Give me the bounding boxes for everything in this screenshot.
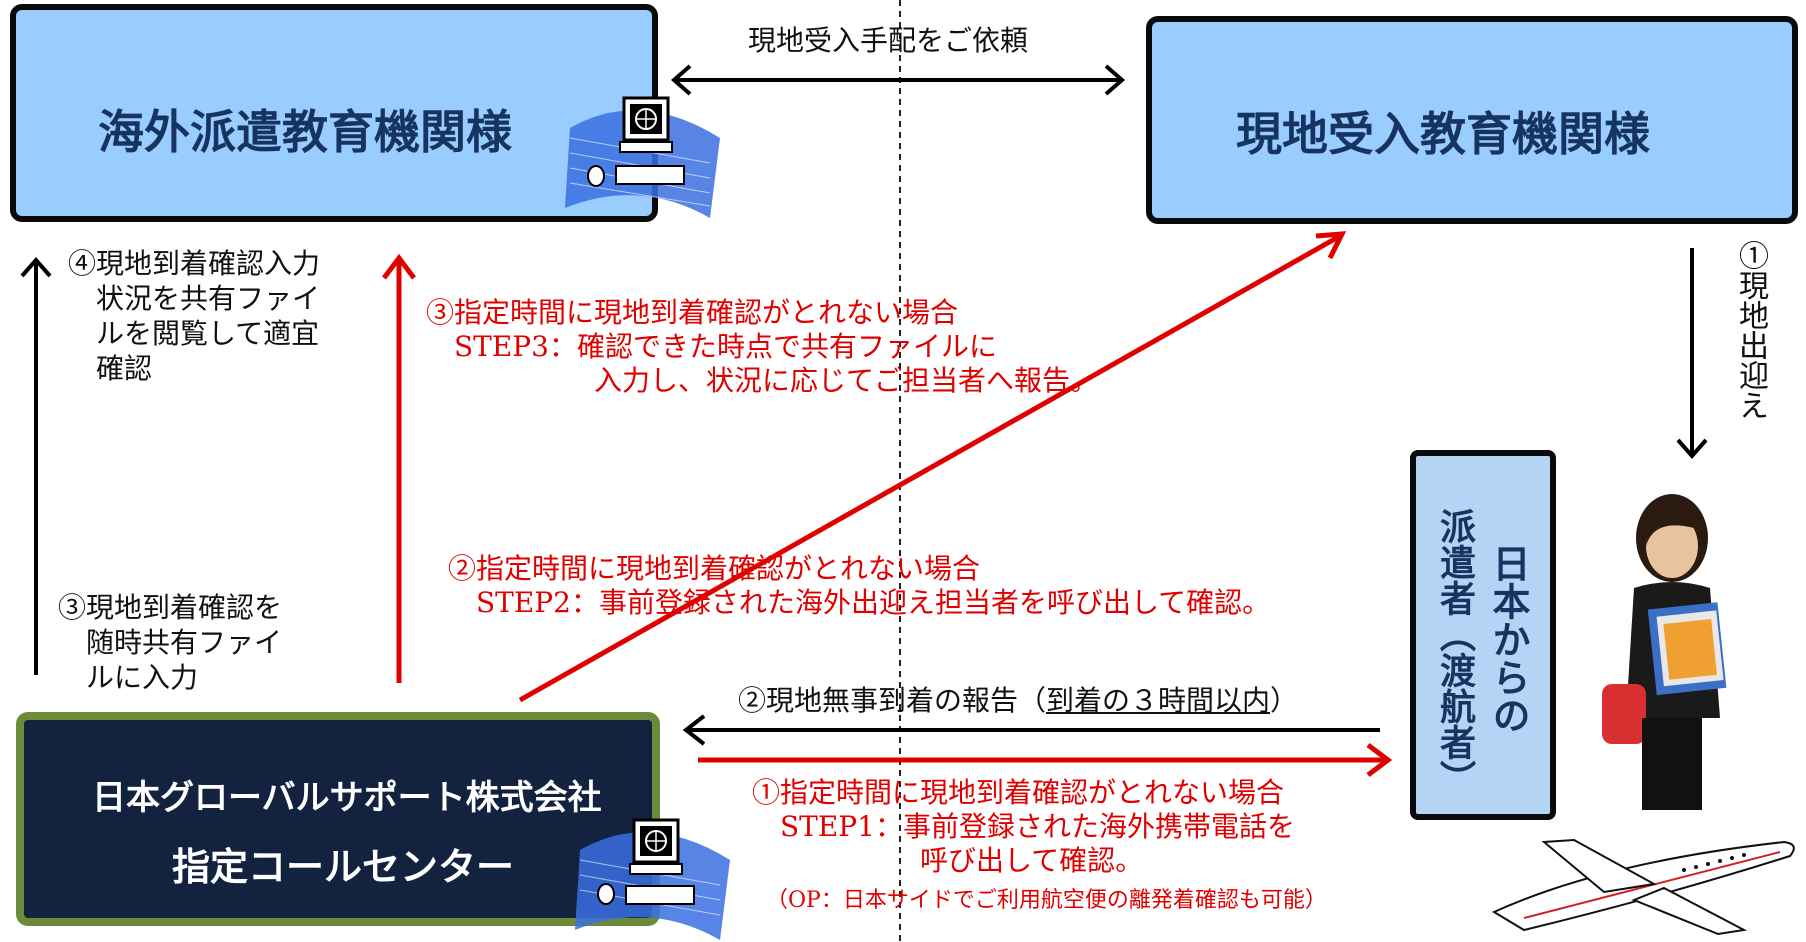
overseas-dispatch-box: 海外派遣教育機関様	[10, 4, 658, 222]
step3-red-label: ③指定時間に現地到着確認がとれない場合 STEP3：確認できた時点で共有ファイル…	[426, 296, 1099, 398]
step2-arrow	[518, 233, 1342, 703]
step3-left-label: ③現地到着確認を 随時共有ファイ ルに入力	[58, 591, 283, 694]
step2-red-label: ②指定時間に現地到着確認がとれない場合 STEP2：事前登録された海外出迎え担当…	[448, 552, 1271, 620]
traveler-label-2: 派遣者（渡航者）	[1434, 508, 1475, 796]
local-receiving-box: 現地受入教育機関様	[1146, 16, 1798, 224]
step4-label: ④現地到着確認入力 状況を共有ファイ ルを閲覧して適宜 確認	[68, 247, 321, 385]
report-label: ②現地無事到着の報告（到着の３時間以内）	[738, 684, 1298, 717]
traveler-label-1: 日本からの	[1486, 544, 1530, 734]
traveler-box: 日本からの 派遣者（渡航者）	[1410, 450, 1556, 820]
pickup-label: ①現地出迎え	[1733, 240, 1768, 420]
report-label-suffix: ）	[1270, 684, 1299, 717]
traveler-person-illustration	[1602, 494, 1727, 810]
airplane-illustration	[1491, 838, 1795, 936]
request-label: 現地受入手配をご依頼	[748, 24, 1029, 57]
call-center-title: 指定コールセンター	[172, 845, 515, 889]
op-note-label: （OP：日本サイドでご利用航空便の離発着確認も可能）	[766, 888, 1327, 913]
report-label-prefix: ②現地無事到着の報告（	[738, 684, 1047, 717]
local-receiving-title: 現地受入教育機関様	[1236, 107, 1650, 161]
report-label-deadline: 到着の３時間以内	[1046, 684, 1271, 717]
call-center-name: 日本グローバルサポート株式会社	[92, 778, 602, 818]
computer-icon	[565, 96, 720, 218]
call-center-box: 日本グローバルサポート株式会社 指定コールセンター	[16, 712, 660, 926]
step1-red-label: ①指定時間に現地到着確認がとれない場合 STEP1：事前登録された海外携帯電話を…	[752, 776, 1295, 878]
overseas-dispatch-title: 海外派遣教育機関様	[98, 105, 512, 159]
computer-icon-bottom	[575, 818, 730, 940]
